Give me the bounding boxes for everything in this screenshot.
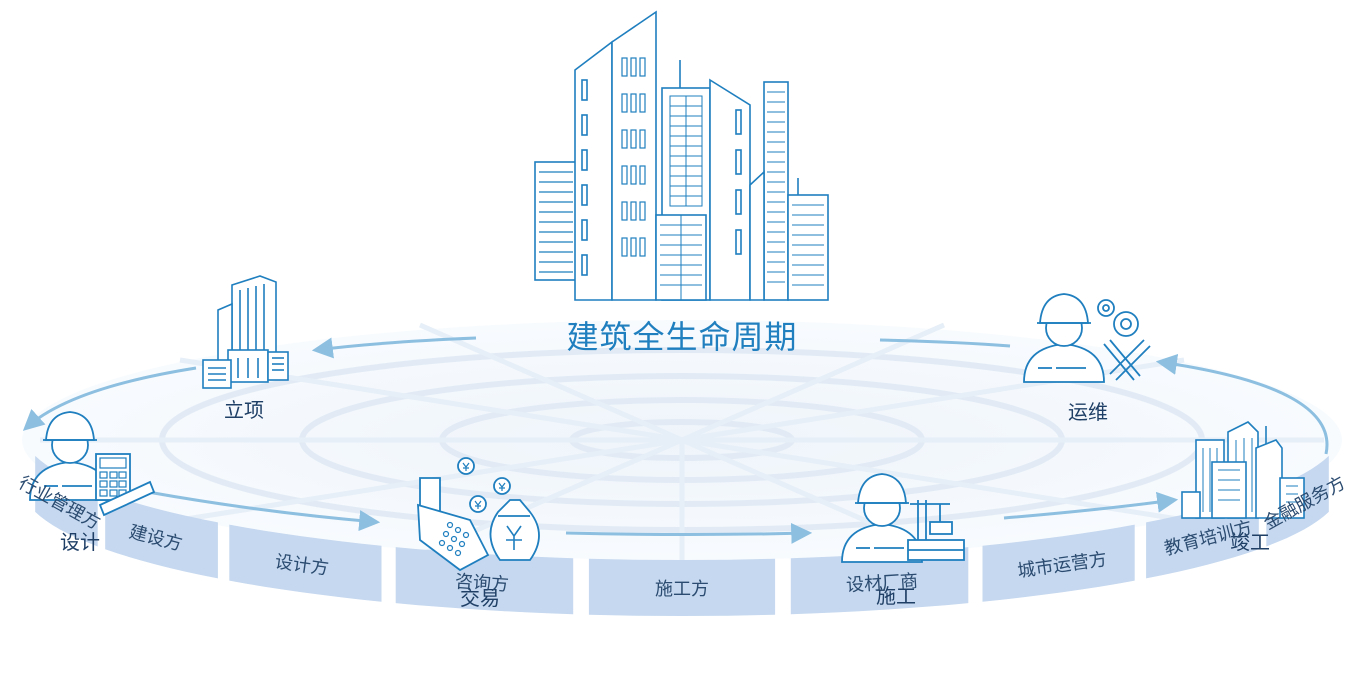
building-block-icon (202, 275, 289, 389)
party-label: 施工方 (655, 579, 709, 600)
flow-arrows (22, 336, 1329, 544)
stage-label-lixiang: 立项 (224, 398, 264, 422)
party-segment (229, 524, 382, 602)
engineer-tools-icon (1023, 293, 1151, 383)
stage-label-shigong: 施工 (876, 584, 916, 608)
city-skyline-icon (534, 10, 829, 301)
party-segment (105, 493, 218, 579)
party-segment (982, 524, 1135, 602)
stage-label-jungong: 竣工 (1230, 530, 1270, 554)
stage-label-sheji: 设计 (60, 530, 100, 554)
party-segment (395, 547, 574, 615)
stage-label-jiaoyi: 交易 (460, 586, 500, 610)
engineer-crane-icon (841, 473, 965, 563)
party-segment (790, 547, 969, 615)
diagram-title: 建筑全生命周期 (566, 318, 798, 356)
party-label: 咨询方 (454, 571, 510, 596)
party-segment (588, 558, 776, 616)
party-label: 设材厂商 (845, 570, 919, 597)
engineer-calculator-icon (29, 411, 156, 517)
stage-label-yunwei: 运维 (1068, 400, 1108, 424)
pos-moneybag-icon (417, 457, 540, 572)
skyscraper-icon (1181, 421, 1305, 519)
